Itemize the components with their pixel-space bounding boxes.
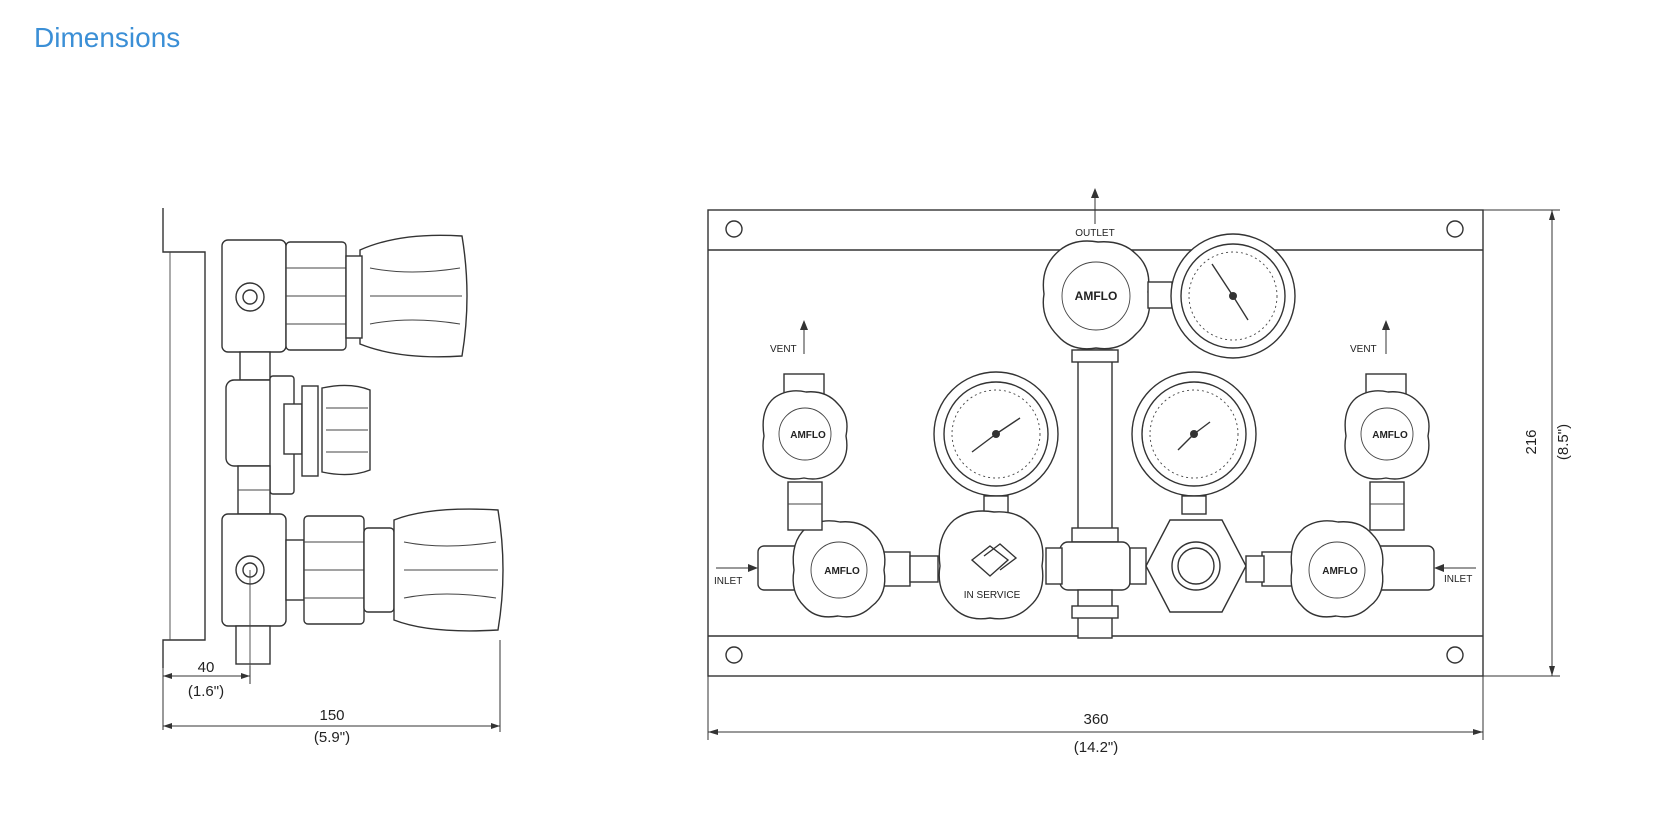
- outlet-regulator-knob: [1042, 240, 1151, 350]
- vent-left-label: VENT: [770, 344, 797, 355]
- side-regulator-body-top: [221, 239, 287, 353]
- mount-hole: [1446, 646, 1464, 664]
- inlet-right-label: INLET: [1444, 574, 1472, 585]
- mount-hole: [1446, 220, 1464, 238]
- left-vent-valve-knob: [762, 390, 848, 480]
- side-view: 40 (1.6") 150 (5.9"): [162, 208, 504, 746]
- dim-height-in: (8.5"): [1555, 424, 1572, 460]
- inlet-left-label: INLET: [714, 576, 742, 587]
- dim-depth-mm: 150: [319, 707, 344, 724]
- right-vent-valve-knob: [1344, 390, 1430, 480]
- outlet-label: OUTLET: [1075, 228, 1114, 239]
- dim-width-mm: 360: [1083, 711, 1108, 728]
- right-inlet-valve-knob: [1290, 520, 1384, 618]
- in-service-knob: [938, 510, 1044, 620]
- brand-logo: AMFLO: [1372, 430, 1408, 441]
- left-inlet-valve-knob: [792, 520, 886, 618]
- in-service-label: IN SERVICE: [964, 590, 1021, 601]
- mount-hole: [725, 646, 743, 664]
- mount-hole: [725, 220, 743, 238]
- center-tee: [1059, 541, 1131, 591]
- dim-offset-in: (1.6"): [188, 683, 224, 700]
- center-tube: [1077, 349, 1113, 541]
- side-regulator-body-bottom: [221, 513, 287, 627]
- brand-logo: AMFLO: [824, 566, 860, 577]
- section-title: Dimensions: [34, 22, 181, 53]
- changeover-hex: [1145, 519, 1247, 613]
- vent-right-label: VENT: [1350, 344, 1377, 355]
- dim-width-in: (14.2"): [1074, 739, 1119, 756]
- mounting-bracket: [162, 208, 206, 668]
- left-vent-fitting: [787, 481, 823, 531]
- brand-logo: AMFLO: [1075, 289, 1118, 303]
- dim-depth-in: (5.9"): [314, 729, 350, 746]
- brand-logo: AMFLO: [1322, 566, 1358, 577]
- dim-height-mm: 216: [1523, 429, 1540, 454]
- right-vent-fitting: [1369, 481, 1405, 531]
- brand-logo: AMFLO: [790, 430, 826, 441]
- dim-offset-mm: 40: [198, 659, 215, 676]
- front-view: OUTLET AMFLO: [707, 188, 1572, 756]
